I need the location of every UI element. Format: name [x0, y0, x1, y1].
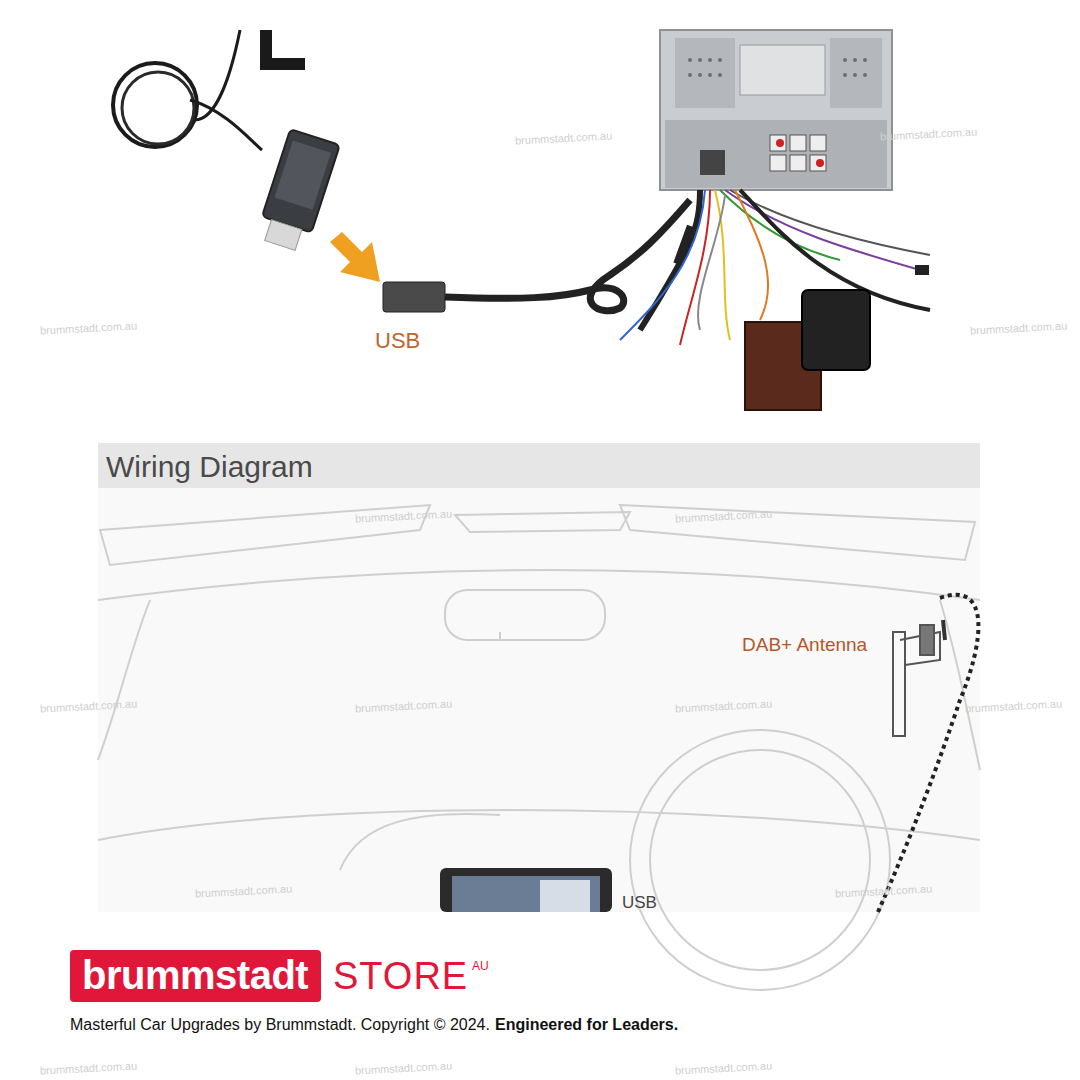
- store-text: STORE: [333, 955, 468, 999]
- watermark: brummstadt.com.au: [515, 129, 613, 147]
- head-unit-screen: [440, 868, 612, 912]
- dab-dongle: [113, 30, 380, 282]
- dab-antenna: [893, 620, 945, 736]
- logo-text: brummstadt: [82, 953, 309, 997]
- title-band: Wiring Diagram: [98, 443, 980, 488]
- footer-text: Masterful Car Upgrades by Brummstadt. Co…: [70, 1016, 490, 1034]
- antenna-cable: [878, 595, 978, 912]
- port-label: USB: [375, 328, 420, 353]
- watermark: brummstadt.com.au: [970, 319, 1068, 337]
- usb-cable: [383, 200, 690, 312]
- watermark: brummstadt.com.au: [40, 319, 138, 337]
- watermark: brummstadt.com.au: [40, 1059, 138, 1077]
- head-unit: [660, 30, 892, 190]
- wire-harness: [620, 190, 930, 410]
- section-title: Wiring Diagram: [106, 450, 972, 483]
- watermark: brummstadt.com.au: [880, 125, 978, 143]
- region-superscript: AU: [472, 960, 489, 974]
- port-label: USB: [622, 893, 657, 913]
- footer-slogan: Engineered for Leaders.: [495, 1016, 678, 1034]
- logo-box: brummstadt: [70, 950, 321, 1002]
- watermark: brummstadt.com.au: [675, 1059, 773, 1077]
- watermark: brummstadt.com.au: [355, 1059, 453, 1077]
- dashboard-drawing: [98, 505, 980, 990]
- diagram-panel: [98, 488, 980, 912]
- part-label: DAB+ Antenna: [742, 634, 867, 656]
